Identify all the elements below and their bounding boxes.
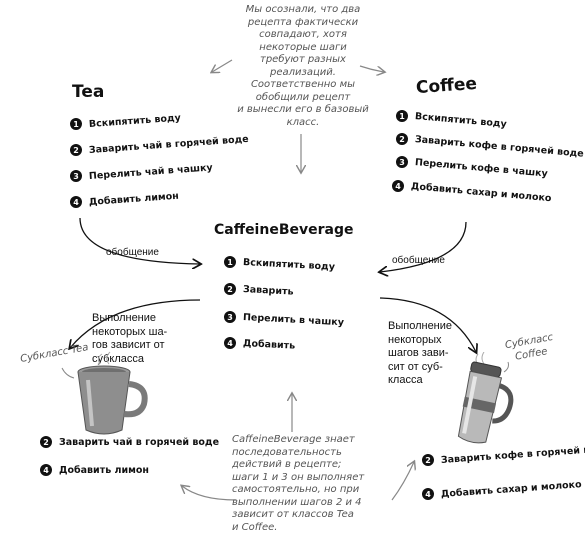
top-note-line: реализаций. xyxy=(270,66,336,78)
left-subclass-note-line: некоторых ша- xyxy=(92,325,168,338)
bottom-note-line: зависит от классов Tea xyxy=(232,509,354,520)
top-note-line: требуют разных xyxy=(260,54,346,65)
step-number-badge: 4 xyxy=(70,196,82,208)
tea-title: Tea xyxy=(72,82,105,102)
coffee-mug-image xyxy=(457,352,514,444)
arrow-tea-generalization xyxy=(79,217,200,264)
bottom-note-line: последовательность xyxy=(232,446,342,458)
top-note-line: Соответственно мы xyxy=(250,79,356,90)
tea-mug-image xyxy=(77,351,148,435)
coffee-label-pointer xyxy=(503,361,509,373)
generalization-label-left: обобщение xyxy=(106,247,159,258)
right-subclass-note-line: шагов зави- xyxy=(388,347,449,359)
top-note-line: некоторые шаги xyxy=(259,41,347,53)
tea-subclass-step: 4 Добавить лимон xyxy=(40,464,149,476)
step-number-badge: 3 xyxy=(224,311,236,323)
step-number-badge: 1 xyxy=(224,256,236,268)
step-number-badge: 4 xyxy=(224,337,236,349)
caffeine-step: 4 Добавить xyxy=(224,337,296,352)
bottom-note-line: шаги 1 и 3 он выполняет xyxy=(232,471,365,483)
step-number-badge: 2 xyxy=(70,144,82,156)
step-number-badge: 1 xyxy=(396,110,408,122)
generalization-label-right: обобщение xyxy=(392,255,445,266)
step-number-badge: 2 xyxy=(224,283,236,295)
step-number-badge: 1 xyxy=(70,118,82,130)
step-number-badge: 2 xyxy=(396,133,408,145)
step-text: Добавить лимон xyxy=(59,464,149,476)
right-subclass-note-line: Выполнение xyxy=(388,320,453,332)
bottom-note-line: действий в рецепте; xyxy=(232,459,342,470)
arrow-coffee-generalization xyxy=(380,221,467,272)
left-subclass-note-line: гов зависит от xyxy=(92,339,165,351)
arrow-to-tea xyxy=(212,59,233,72)
bottom-note-line: самостоятельно, но при xyxy=(232,484,360,495)
left-subclass-note-line: Выполнение xyxy=(92,312,157,324)
left-subclass-note-line: субкласса xyxy=(92,352,145,365)
step-number-badge: 2 xyxy=(40,436,52,448)
top-note-line: класс. xyxy=(286,116,320,128)
top-note-line: совпадают, хотя xyxy=(259,29,347,40)
right-subclass-note-line: некоторых xyxy=(388,333,442,346)
top-note-line: и вынесли его в базовый xyxy=(237,104,369,115)
coffee-title: Coffee xyxy=(415,73,478,99)
top-note-line: обобщили рецепт xyxy=(255,91,351,103)
step-number-badge: 3 xyxy=(396,156,408,168)
caffeine-step: 2 Заварить xyxy=(224,283,294,298)
step-text: Заварить чай в горячей воде xyxy=(59,436,220,448)
step-number-badge: 4 xyxy=(392,180,404,192)
step-number-badge: 3 xyxy=(70,170,82,182)
arrow-to-tea-subclass xyxy=(70,299,201,348)
arrow-to-coffee-steps xyxy=(391,462,414,501)
tea-subclass-step: 2 Заварить чай в горячей воде xyxy=(40,436,219,448)
top-note-line: рецепта фактически xyxy=(247,16,359,28)
right-subclass-note-line: сит от суб- xyxy=(388,360,443,373)
step-number-badge: 4 xyxy=(40,464,52,476)
bottom-note-line: и Coffee. xyxy=(232,521,278,533)
bottom-note-line: CaffeineBeverage знает xyxy=(232,434,355,445)
arrow-to-coffee xyxy=(359,65,384,72)
step-number-badge: 4 xyxy=(422,488,434,500)
tea-label-pointer xyxy=(61,367,75,379)
step-text: Добавить xyxy=(242,337,296,352)
step-number-badge: 2 xyxy=(422,454,434,466)
step-text: Заварить xyxy=(242,283,294,298)
caffeine-title: CaffeineBeverage xyxy=(214,222,354,238)
arrow-to-coffee-subclass xyxy=(379,297,476,352)
top-note-line: Мы осознали, что два xyxy=(245,4,361,15)
right-subclass-note-line: класса xyxy=(388,374,423,386)
bottom-note-line: выполнении шагов 2 и 4 xyxy=(232,496,362,508)
arrow-to-tea-steps xyxy=(182,486,237,501)
